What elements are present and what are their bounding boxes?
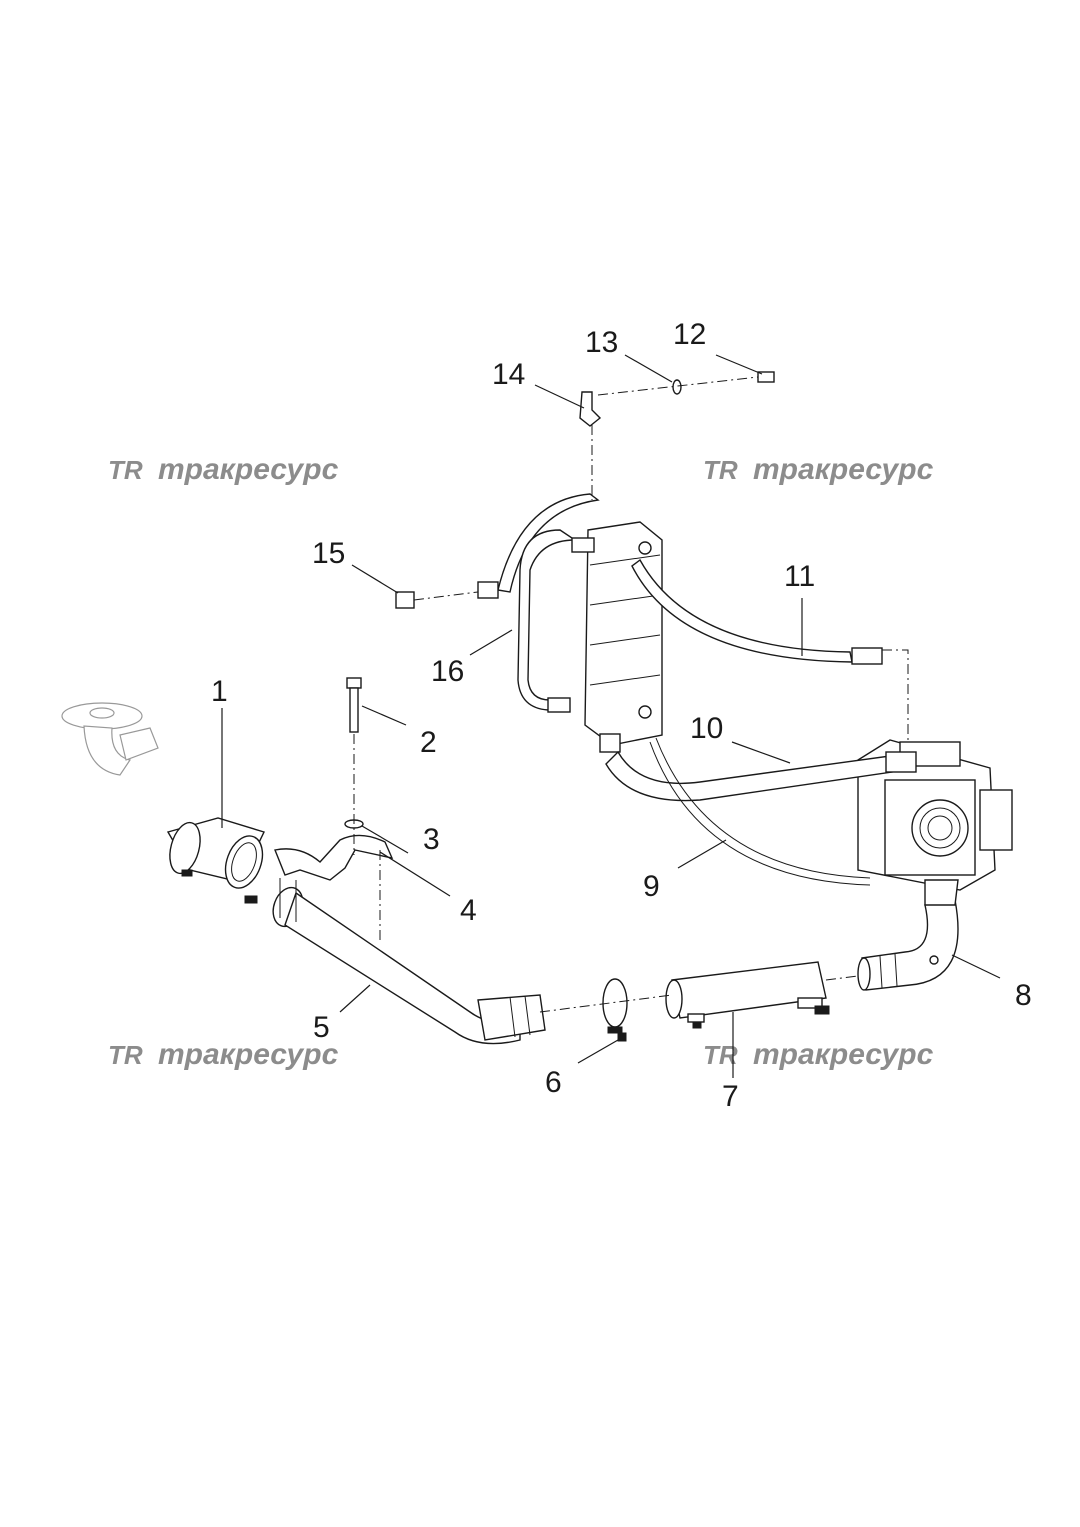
watermark-logo: TR — [108, 1040, 143, 1070]
watermark-bottom-right: TR тракресурс — [703, 1038, 934, 1071]
part-4-bracket — [274, 834, 394, 922]
callout-9: 9 — [643, 870, 660, 903]
callout-15: 15 — [312, 537, 345, 570]
axis-line-11-pump — [882, 649, 909, 740]
part-5-pipe — [272, 886, 546, 1045]
callout-11: 11 — [784, 560, 815, 593]
hose-11 — [631, 558, 883, 665]
watermark-logo: TR — [108, 455, 143, 485]
watermark-text: тракресурс — [753, 1038, 934, 1071]
callout-3: 3 — [423, 823, 440, 856]
part-2-bolt — [346, 677, 362, 733]
callout-5: 5 — [313, 1011, 330, 1044]
callout-6: 6 — [545, 1066, 562, 1099]
hose-16 — [477, 493, 600, 713]
callout-16: 16 — [431, 655, 464, 688]
part-6-clamp — [602, 978, 628, 1042]
axis-line-6-7 — [539, 994, 673, 1013]
part-1-hose — [166, 817, 265, 904]
axis-line-15 — [413, 591, 479, 601]
callout-10: 10 — [690, 712, 723, 745]
callout-8: 8 — [1015, 979, 1032, 1012]
leader-lines — [221, 354, 1001, 1078]
callout-2: 2 — [420, 726, 437, 759]
part-15-fitting — [395, 591, 415, 609]
watermark-top-right: TR тракресурс — [703, 453, 934, 486]
part-14-bracket — [579, 391, 602, 427]
watermark-top-left: TR тракресурс — [108, 453, 339, 486]
part-8-elbow — [857, 899, 959, 991]
callout-13: 13 — [585, 326, 618, 359]
watermark-logo: TR — [703, 455, 738, 485]
callout-1: 1 — [211, 675, 228, 708]
axis-line-12-14 — [597, 376, 759, 396]
flange-elbow — [61, 702, 159, 776]
hose-9 — [649, 737, 871, 886]
hose-10 — [605, 750, 917, 802]
callout-4: 4 — [460, 894, 477, 927]
watermark-logo: TR — [703, 1040, 738, 1070]
watermark-text: тракресурс — [753, 453, 934, 486]
watermark-bottom-left: TR тракресурс — [108, 1038, 339, 1071]
axis-line-7-8 — [825, 975, 859, 981]
part-7-hose — [665, 961, 830, 1029]
callout-12: 12 — [673, 318, 706, 351]
callout-7: 7 — [722, 1080, 739, 1113]
callout-14: 14 — [492, 358, 525, 391]
watermark-text: тракресурс — [158, 453, 339, 486]
control-valve-block — [584, 521, 663, 753]
part-13-washer — [672, 379, 682, 395]
watermark-text: тракресурс — [158, 1038, 339, 1071]
hydraulic-pump — [857, 739, 1013, 906]
